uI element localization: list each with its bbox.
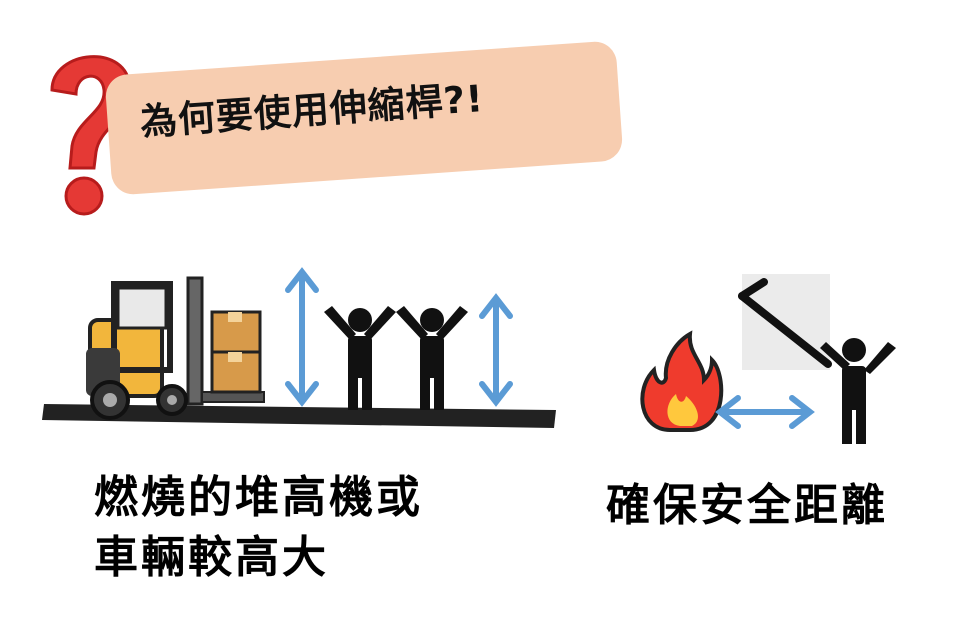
telescopic-pole-icon [738, 278, 832, 368]
caption-left: 燃燒的堆高機或 車輛較高大 [94, 468, 423, 588]
person-arms-up-icon [396, 306, 468, 410]
double-arrow-icon [285, 267, 319, 407]
double-arrow-icon [715, 395, 815, 429]
box-stack-icon [210, 310, 262, 394]
fire-icon [640, 330, 724, 432]
caption-left-line2: 車輛較高大 [94, 532, 329, 583]
right-scene [640, 274, 896, 444]
caption-right: 確保安全距離 [606, 480, 888, 531]
left-scene [42, 267, 556, 428]
double-arrow-icon [479, 293, 513, 407]
person-arms-up-icon [324, 306, 396, 410]
person-arms-up-icon [820, 338, 896, 444]
caption-left-line1: 燃燒的堆高機或 [94, 472, 423, 523]
forklift-icon [86, 276, 265, 420]
